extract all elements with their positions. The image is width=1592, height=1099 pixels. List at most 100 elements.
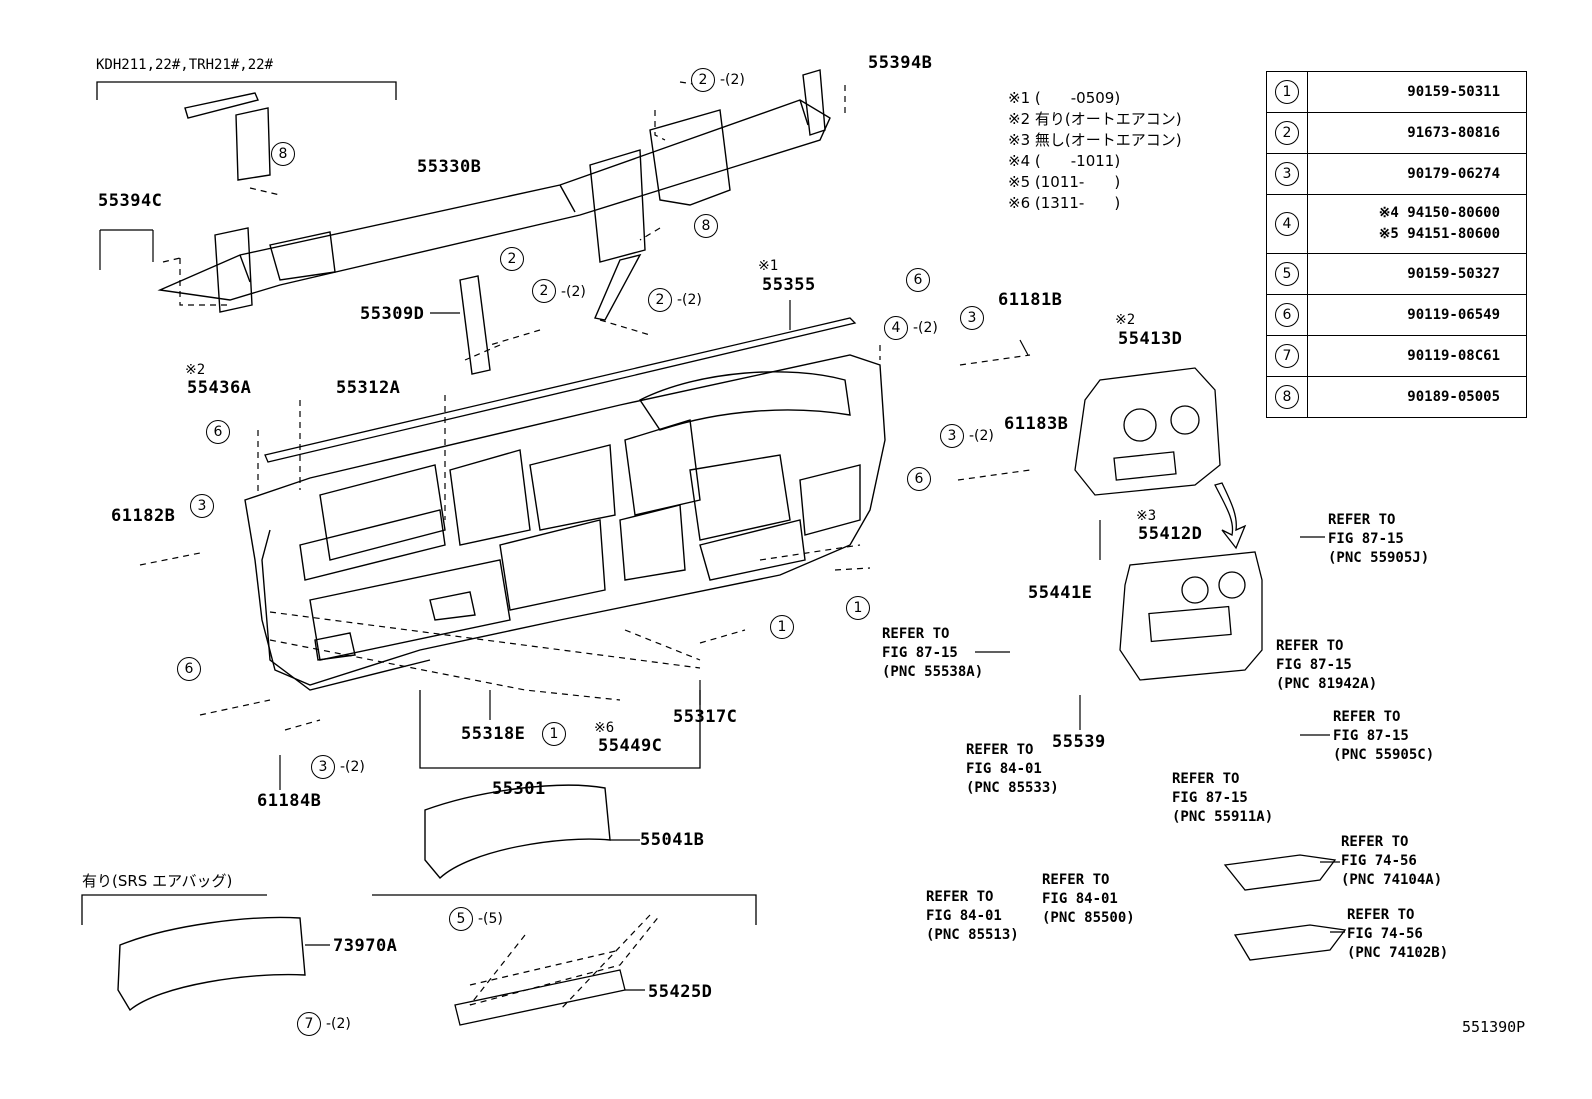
part-label-55041B: 55041B xyxy=(640,830,705,850)
callout-circle: 7 xyxy=(297,1012,321,1036)
legend-key: 3 xyxy=(1275,162,1299,186)
part-label-55317C: 55317C xyxy=(673,707,738,727)
ref-line: (PNC 74102B) xyxy=(1347,945,1449,961)
ref-block-74102B: REFER TO FIG 74-56 (PNC 74102B) xyxy=(1347,906,1448,963)
part-label-55312A: 55312A xyxy=(336,378,401,398)
callout-circle: 3 xyxy=(311,755,335,779)
leader-lines xyxy=(139,81,1031,1011)
airbag-55041B xyxy=(424,784,611,880)
callout-circle: 6 xyxy=(177,657,201,681)
legend-part: 91673-80816 xyxy=(1307,112,1527,154)
ref-line: FIG 87-15 xyxy=(1276,657,1352,673)
note-3: ※3 無し(オートエアコン) xyxy=(1008,131,1182,149)
legend-part: 90159-50311 xyxy=(1307,71,1527,113)
note-1: ※1 ( -0509) xyxy=(1008,89,1121,107)
callout-circle: 6 xyxy=(907,467,931,491)
part-note-55449C: ※6 xyxy=(594,720,615,736)
part-note-55413D: ※2 xyxy=(1115,312,1136,328)
ref-block-85513: REFER TO FIG 84-01 (PNC 85513) xyxy=(926,888,1019,945)
ref-line: REFER TO xyxy=(1276,638,1344,654)
bracket-55425D xyxy=(454,969,626,1026)
ref-line: FIG 84-01 xyxy=(966,761,1042,777)
ref-line: FIG 84-01 xyxy=(1042,891,1118,907)
ref-line: (PNC 81942A) xyxy=(1276,676,1378,692)
ref-line: REFER TO xyxy=(1172,771,1240,787)
legend-part: 90179-06274 xyxy=(1307,153,1527,195)
callout-qty: -(2) xyxy=(340,759,365,775)
ref-line: FIG 74-56 xyxy=(1347,926,1423,942)
part-note-55436A: ※2 xyxy=(185,362,206,378)
legend-row: 4※4 94150-80600※5 94151-80600 xyxy=(1266,194,1527,254)
part-label-61184B: 61184B xyxy=(257,791,322,811)
airbag-73970A xyxy=(117,916,306,1012)
part-label-55318E: 55318E xyxy=(461,724,526,744)
note-2: ※2 有り(オートエアコン) xyxy=(1008,110,1182,128)
part-note-55355: ※1 xyxy=(758,258,779,274)
callout-circle: 2 xyxy=(532,279,556,303)
arrow-413-412 xyxy=(1214,482,1247,550)
ref-line: (PNC 74104A) xyxy=(1341,872,1443,888)
heater-control-55412D xyxy=(1119,551,1263,681)
heater-control-55413D xyxy=(1074,367,1221,496)
ref-line: (PNC 85533) xyxy=(966,780,1059,796)
part-label-55425D: 55425D xyxy=(648,982,713,1002)
fastener-legend-table: 1 90159-50311 2 91673-80816 3 90179-06274 4… xyxy=(1266,71,1527,418)
ref-block-55905C: REFER TO FIG 87-15 (PNC 55905C) xyxy=(1333,708,1434,765)
note-6: ※6 (1311- ) xyxy=(1008,194,1121,212)
callout-circle: 1 xyxy=(770,615,794,639)
ref-line: REFER TO xyxy=(1341,834,1409,850)
callout-circle: 6 xyxy=(206,420,230,444)
legend-key: 6 xyxy=(1275,303,1299,327)
legend-key: 7 xyxy=(1275,344,1299,368)
note-4: ※4 ( -1011) xyxy=(1008,152,1121,170)
srs-section-title: 有り(SRS エアバッグ) xyxy=(82,872,233,890)
legend-key: 1 xyxy=(1275,80,1299,104)
callout-circle: 8 xyxy=(694,214,718,238)
callout-circle: 3 xyxy=(940,424,964,448)
legend-row: 2 91673-80816 xyxy=(1266,112,1527,154)
legend-row: 3 90179-06274 xyxy=(1266,153,1527,195)
callout-qty: -(2) xyxy=(561,284,586,300)
part-label-73970A: 73970A xyxy=(333,936,398,956)
callout-qty: -(2) xyxy=(677,292,702,308)
legend-part: 90119-06549 xyxy=(1307,294,1527,336)
part-label-61182B: 61182B xyxy=(111,506,176,526)
ref-line: (PNC 85513) xyxy=(926,927,1019,943)
ref-line: REFER TO xyxy=(1328,512,1396,528)
legend-key: 4 xyxy=(1275,212,1299,236)
ref-line: (PNC 55538A) xyxy=(882,664,984,680)
callout-qty: -(2) xyxy=(913,320,938,336)
callout-qty: -(2) xyxy=(969,428,994,444)
part-label-55355: 55355 xyxy=(762,275,816,295)
part-label-55449C: 55449C xyxy=(598,736,663,756)
reinforcement-beam xyxy=(157,69,831,375)
callout-circle: 2 xyxy=(500,247,524,271)
part-label-55394C: 55394C xyxy=(98,191,163,211)
part-note-55412D: ※3 xyxy=(1136,508,1157,524)
part-label-61183B: 61183B xyxy=(1004,414,1069,434)
legend-key: 2 xyxy=(1275,121,1299,145)
ref-line: FIG 87-15 xyxy=(1328,531,1404,547)
solid-leaders xyxy=(99,229,1330,790)
callout-qty: -(2) xyxy=(326,1016,351,1032)
part-label-55412D: 55412D xyxy=(1138,524,1203,544)
callout-circle: 8 xyxy=(271,142,295,166)
part-label-55330B: 55330B xyxy=(417,157,482,177)
ref-line: REFER TO xyxy=(966,742,1034,758)
part-label-55394B: 55394B xyxy=(868,53,933,73)
callout-circle: 3 xyxy=(960,306,984,330)
ref-line: (PNC 55905C) xyxy=(1333,747,1435,763)
ref-line: FIG 84-01 xyxy=(926,908,1002,924)
legend-key: 5 xyxy=(1275,262,1299,286)
tray-74104A xyxy=(1223,854,1337,891)
callout-qty: -(2) xyxy=(720,72,745,88)
callout-qty: -(5) xyxy=(478,911,503,927)
ref-block-85533: REFER TO FIG 84-01 (PNC 85533) xyxy=(966,741,1059,798)
note-5: ※5 (1011- ) xyxy=(1008,173,1121,191)
legend-part: ※5 94151-80600 xyxy=(1378,226,1500,242)
legend-part: 90189-05005 xyxy=(1307,376,1527,418)
